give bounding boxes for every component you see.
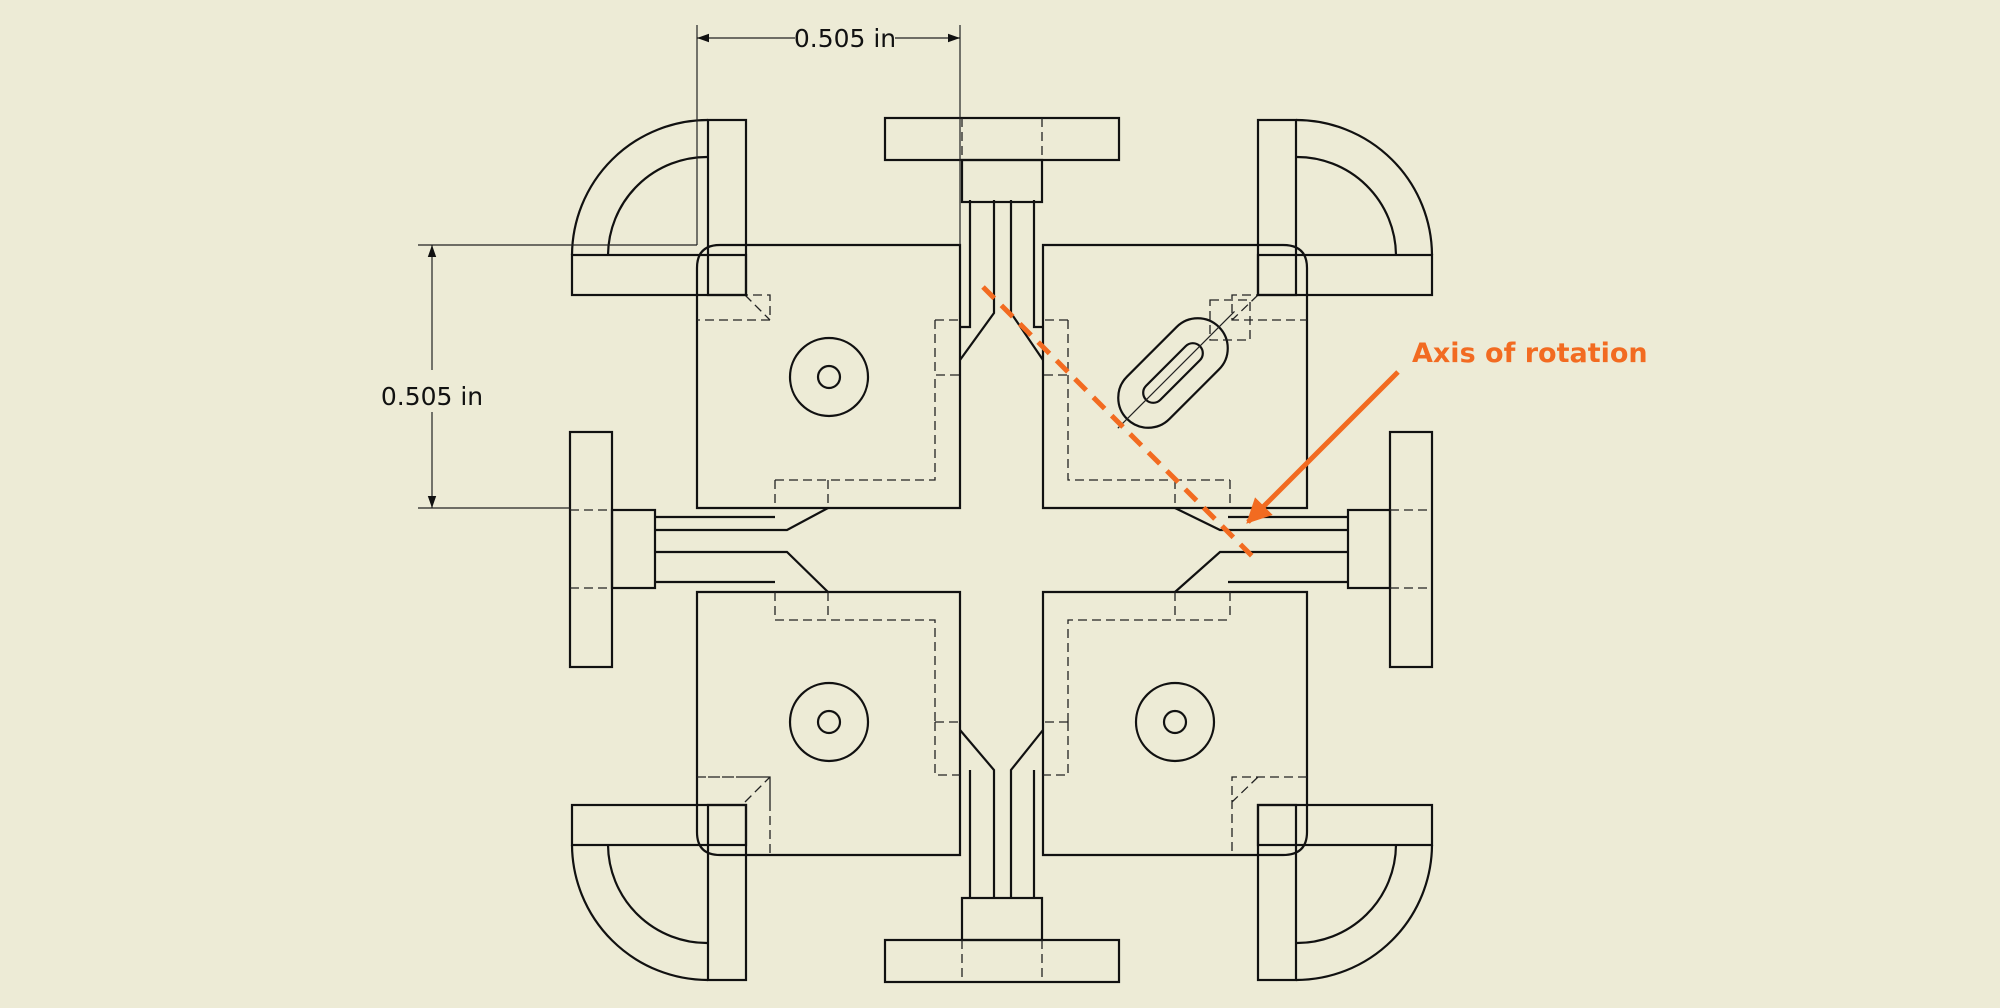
tab-top — [883, 116, 1121, 204]
tab-bottom — [883, 896, 1121, 984]
bracket-top-right — [1256, 118, 1434, 297]
bracket-bottom-right — [1256, 803, 1434, 982]
bracket-bottom-left — [570, 803, 748, 982]
slot-feature — [1117, 311, 1235, 429]
annotation-label: Axis of rotation — [1412, 338, 1648, 369]
block-top-right — [1041, 243, 1309, 510]
block-bottom-left — [695, 590, 962, 857]
connector-left — [655, 507, 829, 593]
connector-top — [959, 200, 1044, 361]
dimension-top-label: 0.505 in — [794, 24, 896, 53]
annotation-arrow — [1246, 370, 1400, 524]
dimension-top: 0.505 in — [696, 24, 961, 245]
block-bottom-right — [1041, 590, 1309, 857]
connector-right — [1174, 507, 1348, 593]
tab-left — [568, 430, 657, 669]
dimension-left-label: 0.505 in — [381, 382, 483, 411]
tab-right — [1346, 430, 1434, 669]
axis-of-rotation-line — [981, 285, 1260, 564]
bracket-top-left — [570, 118, 748, 297]
axis-annotation: Axis of rotation — [981, 285, 1648, 564]
dimension-left: 0.505 in — [381, 244, 697, 509]
block-top-left — [695, 243, 962, 510]
connector-bottom — [959, 729, 1044, 898]
